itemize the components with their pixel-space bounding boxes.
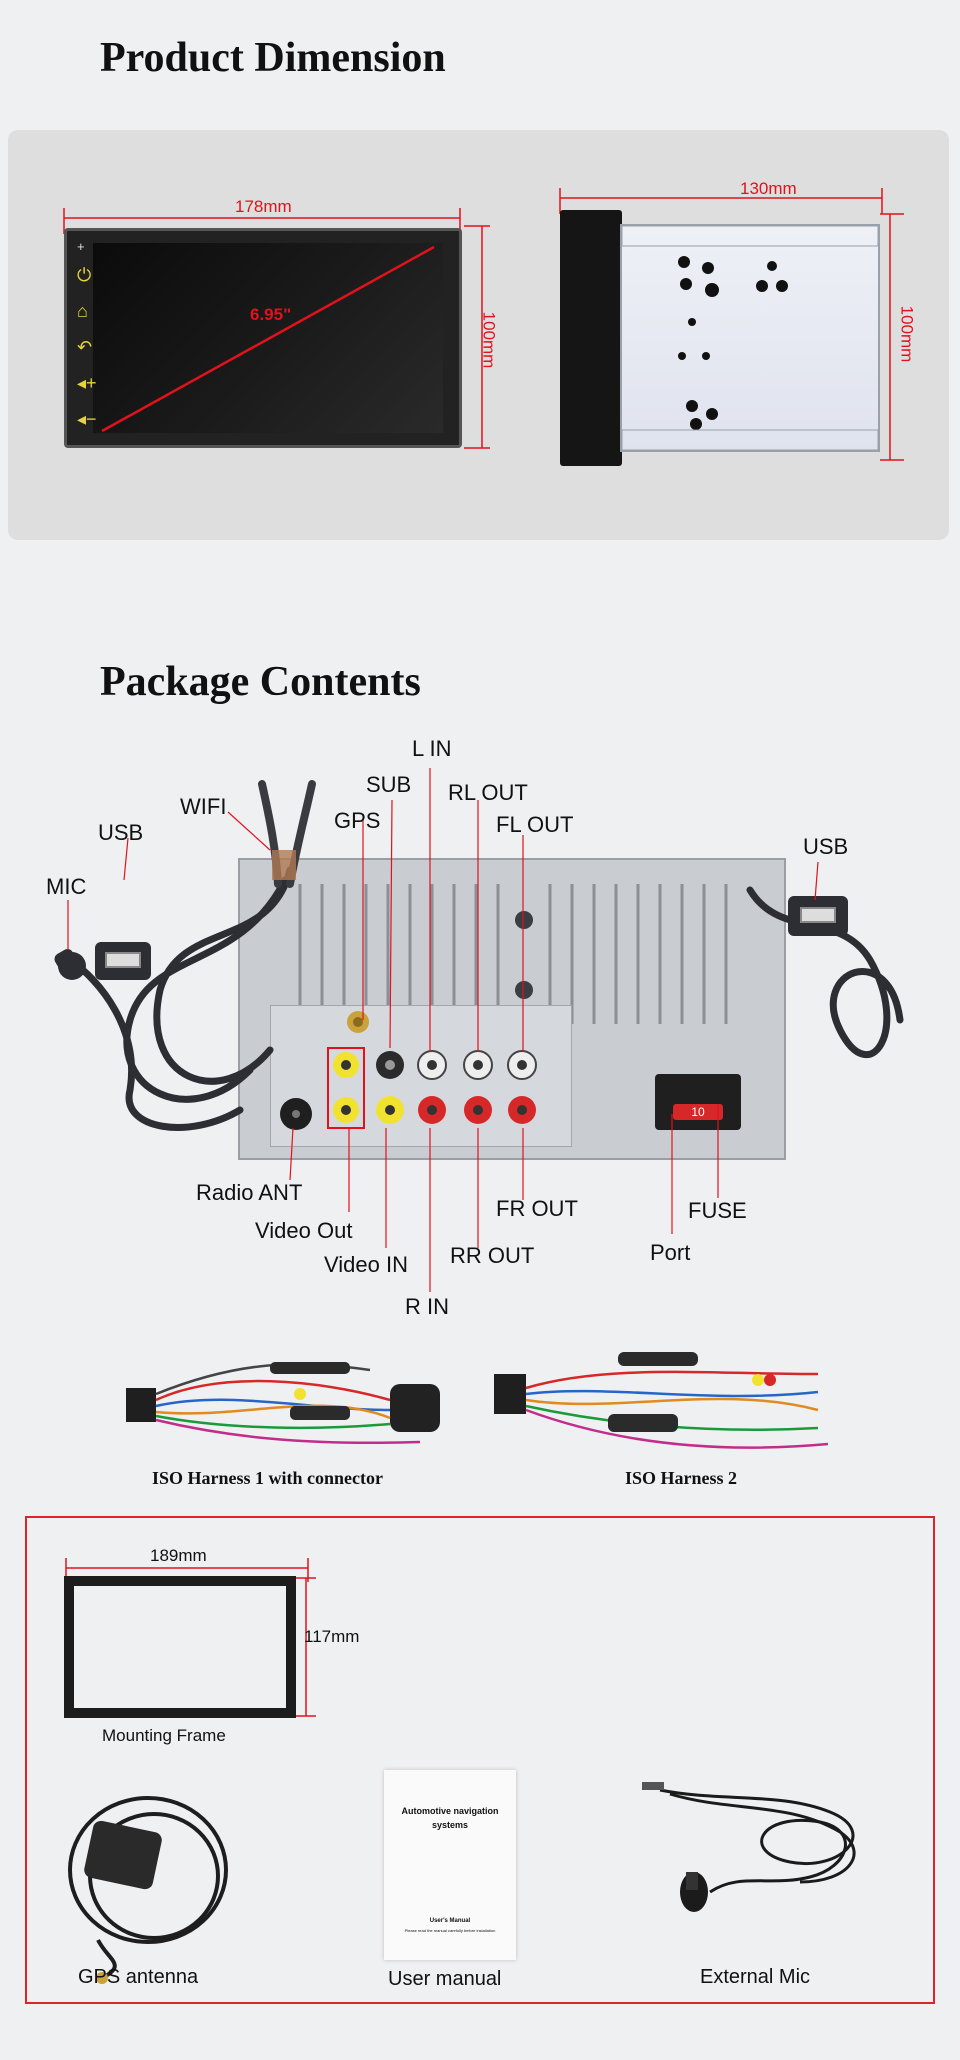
manual-cover-title: Automotive navigation systems bbox=[401, 1806, 499, 1830]
front-bezel bbox=[560, 210, 622, 466]
wifi-antenna bbox=[258, 780, 316, 888]
side-height-dimension-line bbox=[880, 213, 904, 461]
volume-down-icon[interactable]: ◂− bbox=[77, 409, 97, 429]
power-icon[interactable]: ⏻ bbox=[77, 265, 92, 285]
fuse-holder: 10 bbox=[673, 1104, 723, 1120]
frame-width-label: 189mm bbox=[150, 1546, 207, 1565]
label-wifi: WIFI bbox=[180, 794, 227, 819]
label-rl-out: RL OUT bbox=[448, 780, 528, 805]
video-in-connector[interactable] bbox=[333, 1097, 359, 1123]
label-l-in: L IN bbox=[412, 736, 452, 761]
label-video-in: Video IN bbox=[324, 1252, 408, 1277]
frame-height-label: 117mm bbox=[304, 1627, 360, 1646]
rca-connectors bbox=[280, 1011, 537, 1130]
label-usb-left: USB bbox=[98, 820, 144, 845]
side-depth-label: 130mm bbox=[740, 179, 797, 198]
label-r-in: R IN bbox=[405, 1294, 449, 1319]
manual-cover-note: Please read the manual carefully before … bbox=[404, 1928, 496, 1933]
video-out-connector[interactable] bbox=[333, 1052, 359, 1078]
usb-port-slot bbox=[105, 952, 141, 968]
metal-chassis bbox=[620, 224, 880, 452]
home-icon[interactable]: ⌂ bbox=[77, 301, 88, 321]
manual-cover-subtitle: User's Manual bbox=[429, 1918, 471, 1924]
label-mic: MIC bbox=[46, 874, 87, 899]
gps-antenna-label: GPS antenna bbox=[78, 1966, 199, 1988]
caption-iso-harness-2: ISO Harness 2 bbox=[625, 1468, 738, 1488]
label-sub: SUB bbox=[366, 772, 412, 797]
accessories-box bbox=[25, 1516, 935, 2004]
mounting-frame-image bbox=[64, 1576, 296, 1718]
side-depth-dimension-line bbox=[559, 188, 883, 214]
radio-antenna-connector[interactable] bbox=[280, 1098, 312, 1130]
l-in-connector[interactable] bbox=[417, 1050, 447, 1080]
usb-plug-left[interactable] bbox=[95, 942, 151, 980]
user-manual-image: Automotive navigation systems User's Man… bbox=[384, 1770, 516, 1960]
external-mic-label: External Mic bbox=[700, 1966, 811, 1988]
package-contents-title: Package Contents bbox=[100, 659, 421, 705]
label-fr-out: FR OUT bbox=[496, 1196, 578, 1221]
label-gps: GPS bbox=[334, 808, 381, 833]
fr-out-connector[interactable] bbox=[508, 1096, 536, 1124]
diagonal-label: 6.95" bbox=[250, 305, 292, 324]
label-port: Port bbox=[650, 1240, 691, 1265]
label-leader-lines bbox=[67, 768, 819, 1292]
mic-jack[interactable] bbox=[58, 952, 86, 980]
sub-connector[interactable] bbox=[376, 1051, 404, 1079]
label-video-out: Video Out bbox=[255, 1218, 353, 1243]
label-radio-ant: Radio ANT bbox=[196, 1180, 303, 1205]
gps-antenna-image bbox=[68, 1796, 228, 1984]
fl-out-connector[interactable] bbox=[507, 1050, 537, 1080]
label-usb-right: USB bbox=[803, 834, 849, 859]
label-fl-out: FL OUT bbox=[496, 812, 574, 837]
label-fuse: FUSE bbox=[688, 1198, 747, 1223]
r-in-connector[interactable] bbox=[418, 1096, 446, 1124]
diagonal-line bbox=[101, 245, 435, 433]
iso-harness-1-image bbox=[126, 1362, 440, 1445]
heatsink-fins bbox=[298, 884, 728, 1024]
back-icon[interactable]: ↶ bbox=[77, 337, 93, 357]
label-rr-out: RR OUT bbox=[450, 1243, 535, 1268]
front-height-dimension-line bbox=[464, 225, 490, 449]
user-manual-label: User manual bbox=[388, 1968, 502, 1990]
caption-iso-harness-1: ISO Harness 1 with connector bbox=[152, 1468, 383, 1488]
product-dimension-title: Product Dimension bbox=[100, 35, 446, 81]
front-width-label: 178mm bbox=[235, 197, 292, 216]
chassis-holes bbox=[621, 225, 879, 451]
mounting-frame-label: Mounting Frame bbox=[102, 1726, 226, 1745]
side-view-unit bbox=[560, 210, 882, 466]
rr-out-connector[interactable] bbox=[464, 1096, 492, 1124]
plus-icon: + bbox=[77, 239, 85, 254]
iso-harness-2-image bbox=[494, 1352, 829, 1449]
volume-up-icon[interactable]: ◂+ bbox=[77, 373, 97, 393]
power-port[interactable]: 10 bbox=[655, 1074, 741, 1130]
frame-height-dimension-line bbox=[296, 1577, 316, 1717]
external-mic-image bbox=[642, 1782, 856, 1912]
usb-plug-right[interactable] bbox=[788, 896, 848, 936]
usb-port-slot bbox=[800, 907, 836, 923]
